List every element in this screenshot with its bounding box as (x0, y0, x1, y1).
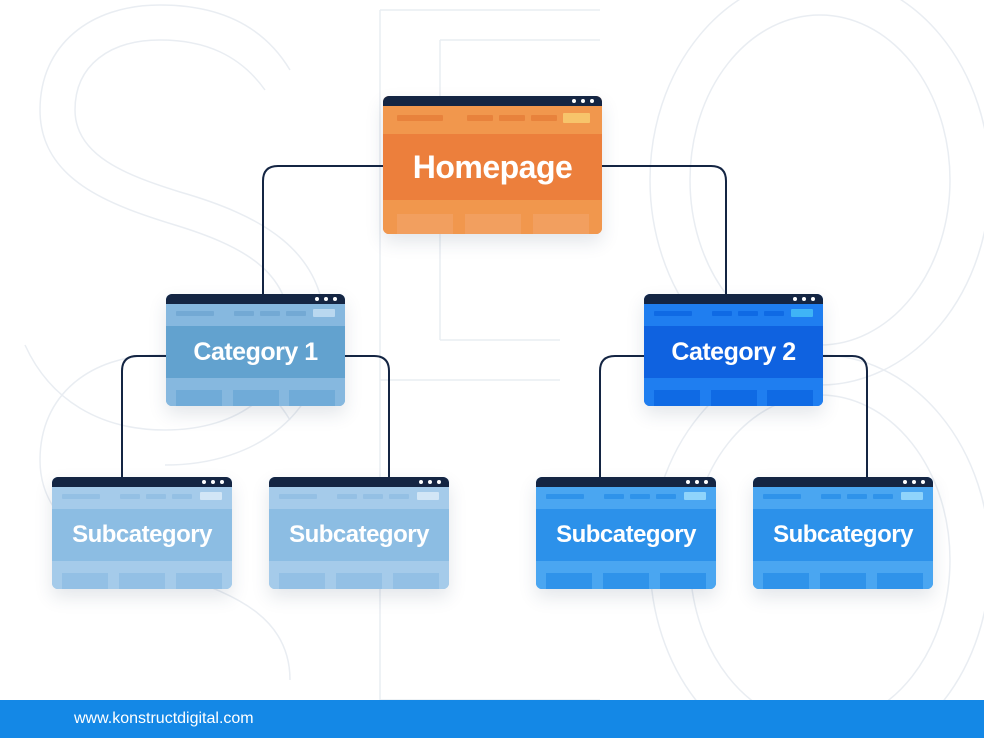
connector-cat2-sub2b (823, 355, 868, 477)
window-dots-icon (202, 480, 224, 484)
nav-row (269, 487, 449, 509)
homepage-node: Homepage (383, 96, 602, 234)
window-bar (269, 477, 449, 487)
footer-row (536, 561, 716, 589)
subcategory-1a-node: Subcategory (52, 477, 232, 589)
connector-cat1-sub1a (121, 355, 166, 477)
window-bar (52, 477, 232, 487)
window-dots-icon (315, 297, 337, 301)
node-title: Subcategory (753, 509, 933, 561)
footer-row (52, 561, 232, 589)
window-dots-icon (572, 99, 594, 103)
footer-row (644, 378, 823, 406)
connector-home-cat2 (602, 165, 727, 294)
window-dots-icon (793, 297, 815, 301)
footer-row (753, 561, 933, 589)
node-title: Subcategory (52, 509, 232, 561)
node-title: Category 1 (166, 326, 345, 378)
nav-row (52, 487, 232, 509)
connector-cat1-sub1b (345, 355, 390, 477)
window-dots-icon (419, 480, 441, 484)
nav-row (536, 487, 716, 509)
footer-row (269, 561, 449, 589)
subcategory-2a-node: Subcategory (536, 477, 716, 589)
footer-row (166, 378, 345, 406)
window-bar (753, 477, 933, 487)
connector-cat2-sub2a (599, 355, 644, 477)
nav-row (753, 487, 933, 509)
category-1-node: Category 1 (166, 294, 345, 406)
subcategory-1b-node: Subcategory (269, 477, 449, 589)
footer-bar: www.konstructdigital.com (0, 700, 984, 738)
connector-home-cat1 (262, 165, 383, 294)
nav-row (383, 106, 602, 134)
node-title: Subcategory (269, 509, 449, 561)
window-dots-icon (903, 480, 925, 484)
node-title: Homepage (383, 134, 602, 200)
nav-row (644, 304, 823, 326)
nav-row (166, 304, 345, 326)
window-bar (166, 294, 345, 304)
footer-row (383, 200, 602, 234)
subcategory-2b-node: Subcategory (753, 477, 933, 589)
node-title: Subcategory (536, 509, 716, 561)
node-title: Category 2 (644, 326, 823, 378)
category-2-node: Category 2 (644, 294, 823, 406)
window-bar (383, 96, 602, 106)
window-bar (644, 294, 823, 304)
window-dots-icon (686, 480, 708, 484)
footer-url-link[interactable]: www.konstructdigital.com (74, 710, 254, 727)
window-bar (536, 477, 716, 487)
